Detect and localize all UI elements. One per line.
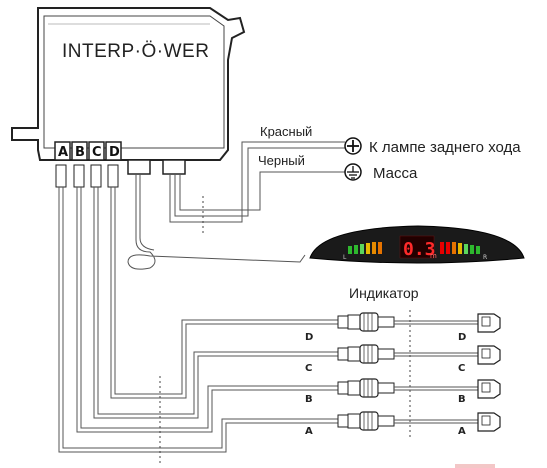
cut-markers xyxy=(159,196,411,466)
ground-icon xyxy=(344,163,362,181)
indicator-right-mark: R xyxy=(483,254,487,261)
port-d: D xyxy=(109,145,120,160)
power-cables xyxy=(169,141,345,223)
distance-unit: m xyxy=(430,252,437,260)
indicator-title: Индикатор xyxy=(349,285,419,301)
sensor-b-left: B xyxy=(305,394,313,405)
sensor-assembly xyxy=(337,344,501,365)
indicator-display: 0.3 m L R xyxy=(309,225,525,264)
port-labels: A B C D xyxy=(54,141,122,188)
sensor-d-right: D xyxy=(458,332,466,343)
wire-labels: Красный Черный К лампе заднего хода Масс… xyxy=(258,124,521,182)
port-b: B xyxy=(75,145,85,160)
red-wire-label: Красный xyxy=(260,124,312,139)
brand-logo: INTERP·Ö·WER xyxy=(62,41,209,62)
plus-icon xyxy=(344,137,362,155)
distance-readout: 0.3 xyxy=(403,239,436,260)
left-level-bars xyxy=(348,242,382,254)
sensor-labels: D D C C B B A A xyxy=(305,332,466,437)
sensor-b-right: B xyxy=(458,394,466,405)
sensor-assemblies xyxy=(337,312,501,432)
sensor-cables xyxy=(58,187,340,453)
sensor-assembly xyxy=(337,411,501,432)
indicator-left-mark: L xyxy=(343,254,347,261)
right-level-bars xyxy=(440,242,480,254)
sensor-a-right: A xyxy=(458,426,466,437)
sensor-a-left: A xyxy=(305,426,313,437)
black-wire-label: Черный xyxy=(258,153,305,168)
sensor-c-right: C xyxy=(458,363,465,374)
sensor-assembly xyxy=(337,312,501,333)
control-unit: INTERP·Ö·WER xyxy=(11,7,246,175)
sensor-c-left: C xyxy=(305,363,312,374)
indicator-cable xyxy=(127,174,306,270)
port-a: A xyxy=(58,145,68,160)
red-wire-target: К лампе заднего хода xyxy=(369,139,521,156)
black-wire-target: Масса xyxy=(373,165,418,182)
sensor-d-left: D xyxy=(305,332,313,343)
sensor-assembly xyxy=(337,378,501,399)
port-c: C xyxy=(92,145,102,160)
corner-mark xyxy=(455,464,495,468)
